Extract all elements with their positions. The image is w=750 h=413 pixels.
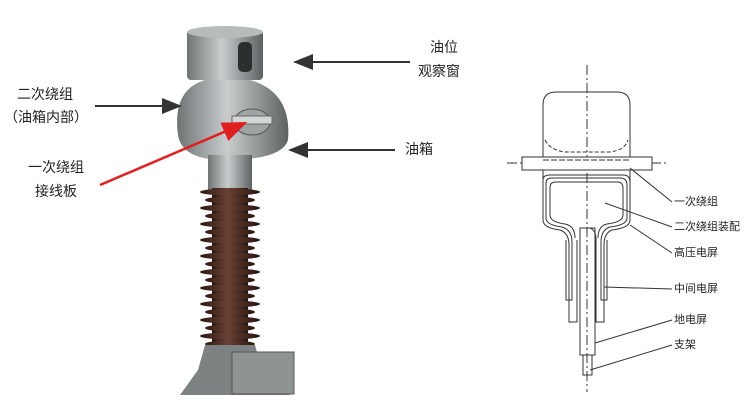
transformer-illustration: [177, 26, 295, 395]
insulator-shed: [205, 196, 255, 204]
label-primary-terminal-1: 一次绕组: [28, 160, 84, 176]
label-middle-screen: 中间电屏: [674, 282, 718, 295]
label-secondary-winding-1: 二次绕组: [17, 87, 73, 103]
label-oil-window-1: 油位: [430, 40, 458, 56]
label-hv-screen: 高压电屏: [674, 246, 718, 259]
insulator-shed: [205, 292, 255, 300]
insulator-sheds: [200, 188, 260, 348]
insulator-core: [212, 188, 248, 348]
cross-section-schematic: [507, 65, 673, 392]
insulator-shed: [200, 204, 260, 212]
insulator-shed: [200, 316, 260, 324]
insulator-shed: [205, 260, 255, 268]
insulator-shed: [200, 188, 260, 196]
insulator-shed: [200, 332, 260, 340]
label-primary-terminal-2: 接线板: [35, 184, 77, 200]
label-oil-tank: 油箱: [405, 142, 433, 158]
insulator-shed: [200, 284, 260, 292]
insulator-shed: [205, 308, 255, 316]
insulator-shed: [205, 228, 255, 236]
label-secondary-assembly: 二次绕组装配: [674, 220, 740, 233]
insulator-shed: [200, 236, 260, 244]
insulator-shed: [200, 268, 260, 276]
insulator-shed: [200, 220, 260, 228]
insulator-shed: [200, 300, 260, 308]
insulator-shed: [205, 324, 255, 332]
terminal-box: [231, 351, 295, 395]
label-oil-window-2: 观察窗: [418, 64, 460, 80]
label-secondary-winding-2: （油箱内部）: [4, 110, 88, 126]
insulator-shed: [200, 252, 260, 260]
label-ground-screen: 地电屏: [674, 313, 707, 326]
insulator-shed: [205, 212, 255, 220]
label-support: 支架: [674, 338, 696, 351]
insulator-shed: [205, 244, 255, 252]
arrow-primary-terminal: [99, 121, 248, 187]
label-primary-winding: 一次绕组: [674, 195, 718, 208]
insulator-shed: [205, 276, 255, 284]
neck: [208, 155, 252, 190]
